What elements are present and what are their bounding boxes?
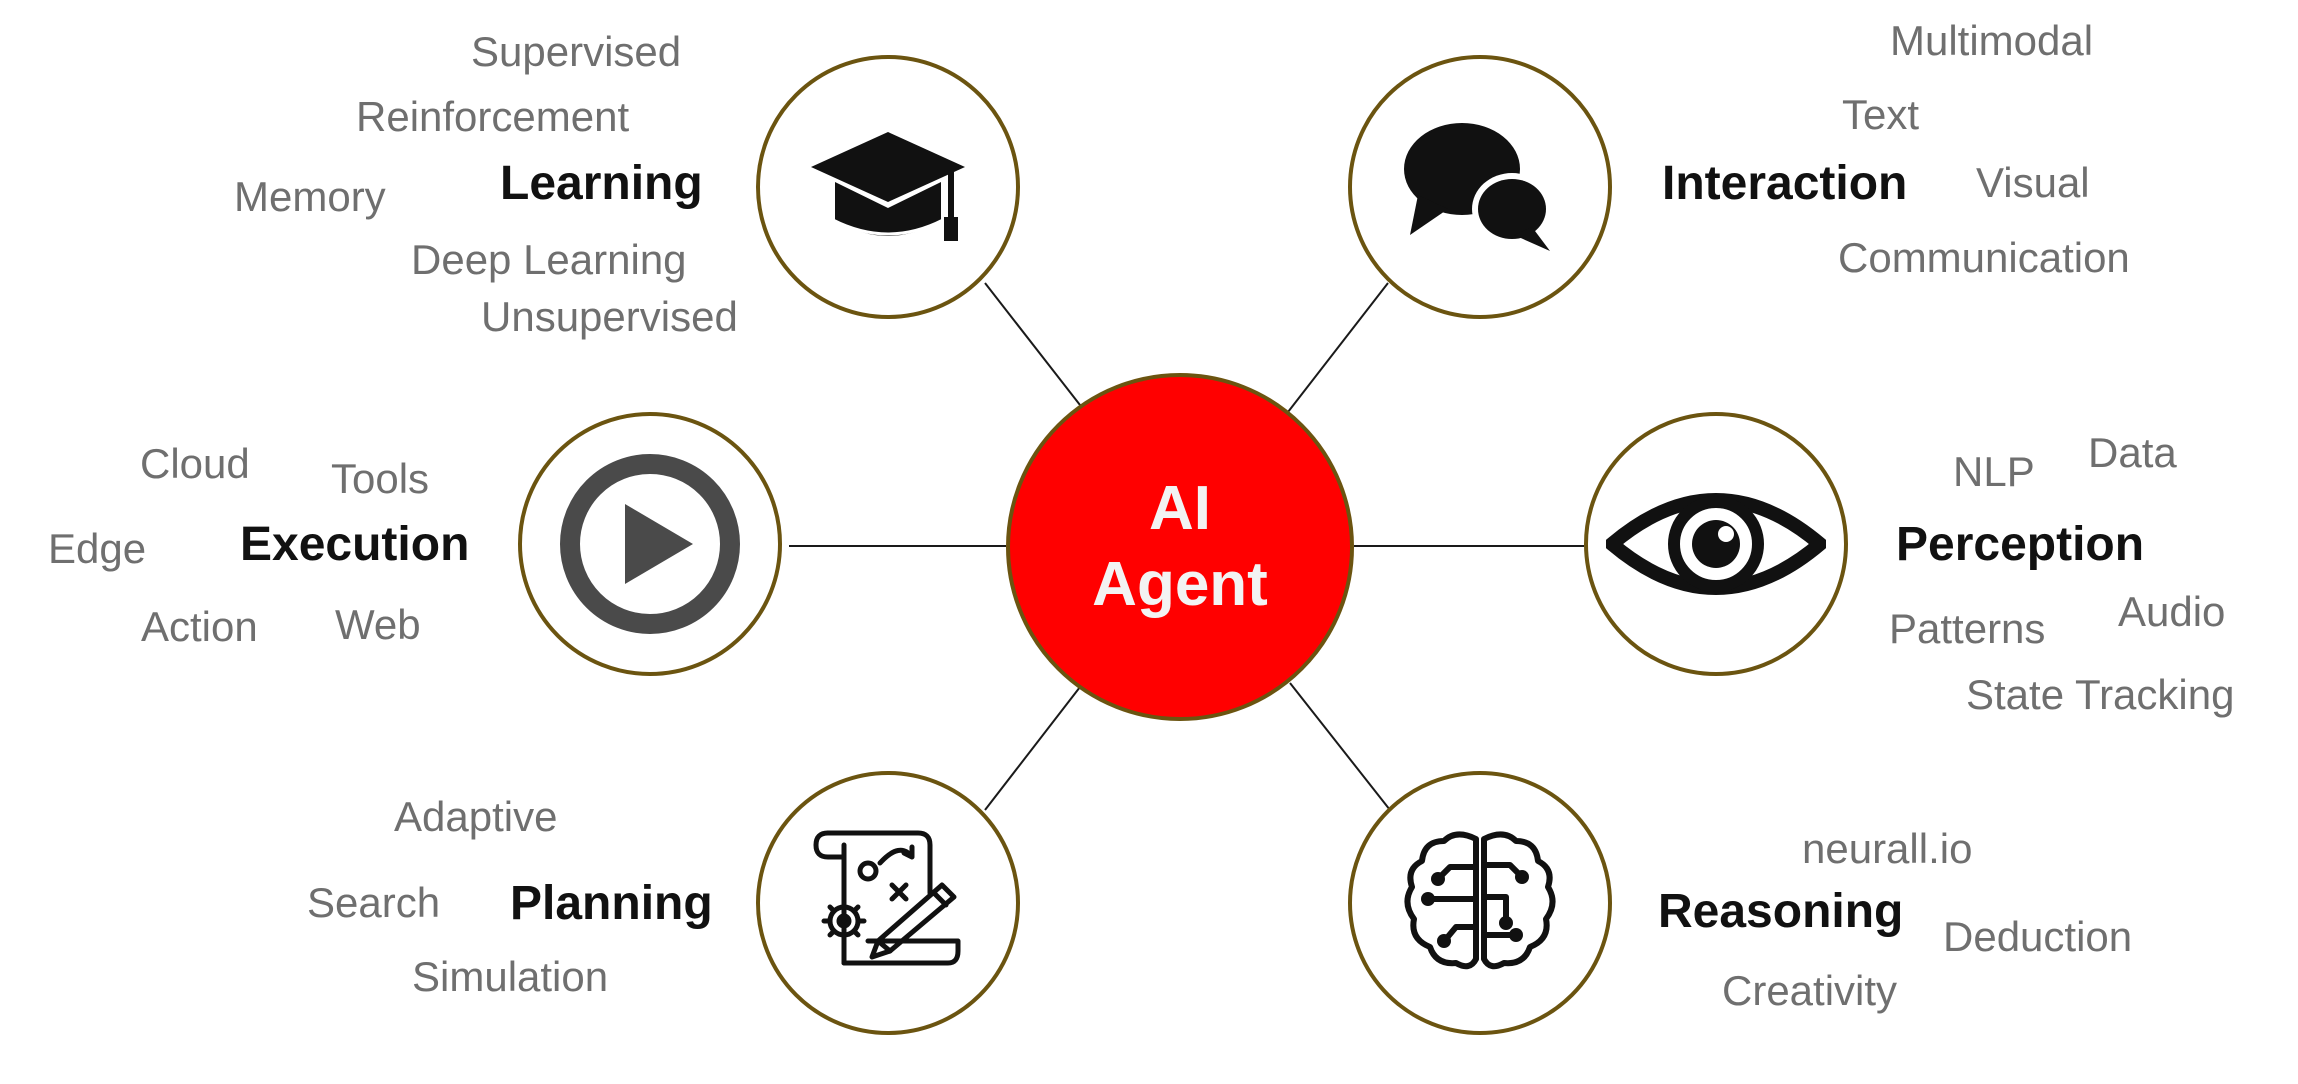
planning-tag: Search [307, 879, 441, 926]
execution-tag: Action [141, 603, 258, 650]
interaction-label: Interaction [1662, 157, 1908, 210]
link-interaction [1287, 282, 1389, 413]
play-icon [560, 454, 740, 634]
hub-title-line2: Agent [1092, 550, 1268, 619]
link-planning [984, 686, 1081, 811]
perception-tag: NLP [1953, 448, 2035, 495]
reasoning-tag: Deduction [1943, 913, 2133, 960]
reasoning-node [1348, 771, 1612, 1035]
learning-tag: Supervised [471, 28, 682, 75]
learning-tag: Memory [234, 173, 386, 220]
planning-tag: Simulation [412, 953, 609, 1000]
interaction-node [1348, 55, 1612, 319]
learning-tag: Reinforcement [356, 93, 630, 140]
execution-label: Execution [240, 518, 470, 571]
planning-label: Planning [510, 877, 713, 930]
interaction-tag: Visual [1976, 159, 2090, 206]
planning-tag: Adaptive [394, 793, 558, 840]
execution-tag: Web [335, 601, 421, 648]
graduation-cap-icon [811, 132, 965, 241]
learning-label: Learning [500, 157, 703, 210]
execution-node [518, 412, 782, 676]
ai-agent-hub: AI Agent [1006, 373, 1354, 721]
reasoning-tag: neurall.io [1802, 825, 1973, 872]
perception-tag: Audio [2118, 588, 2226, 635]
interaction-tag: Multimodal [1890, 17, 2094, 64]
learning-tag: Unsupervised [481, 293, 738, 340]
brain-circuit-icon [1404, 831, 1556, 970]
reasoning-tag: Creativity [1722, 967, 1898, 1014]
learning-tag: Deep Learning [411, 236, 687, 283]
perception-node [1584, 412, 1848, 676]
perception-tag: Data [2088, 429, 2177, 476]
plan-scroll-icon [813, 830, 961, 966]
eye-icon [1606, 493, 1826, 595]
execution-tag: Tools [331, 455, 430, 502]
perception-tag: Patterns [1889, 605, 2046, 652]
execution-tag: Edge [48, 525, 147, 572]
speech-bubbles-icon [1404, 123, 1552, 251]
execution-tag: Cloud [140, 440, 250, 487]
perception-tag: State Tracking [1966, 671, 2235, 718]
hub-title-line1: AI [1149, 474, 1211, 543]
link-learning [984, 282, 1081, 406]
perception-label: Perception [1896, 518, 2145, 571]
learning-node [756, 55, 1020, 319]
planning-node [756, 771, 1020, 1035]
reasoning-label: Reasoning [1658, 885, 1904, 938]
link-reasoning [1289, 682, 1391, 811]
interaction-tag: Text [1842, 91, 1920, 138]
interaction-tag: Communication [1838, 234, 2130, 281]
